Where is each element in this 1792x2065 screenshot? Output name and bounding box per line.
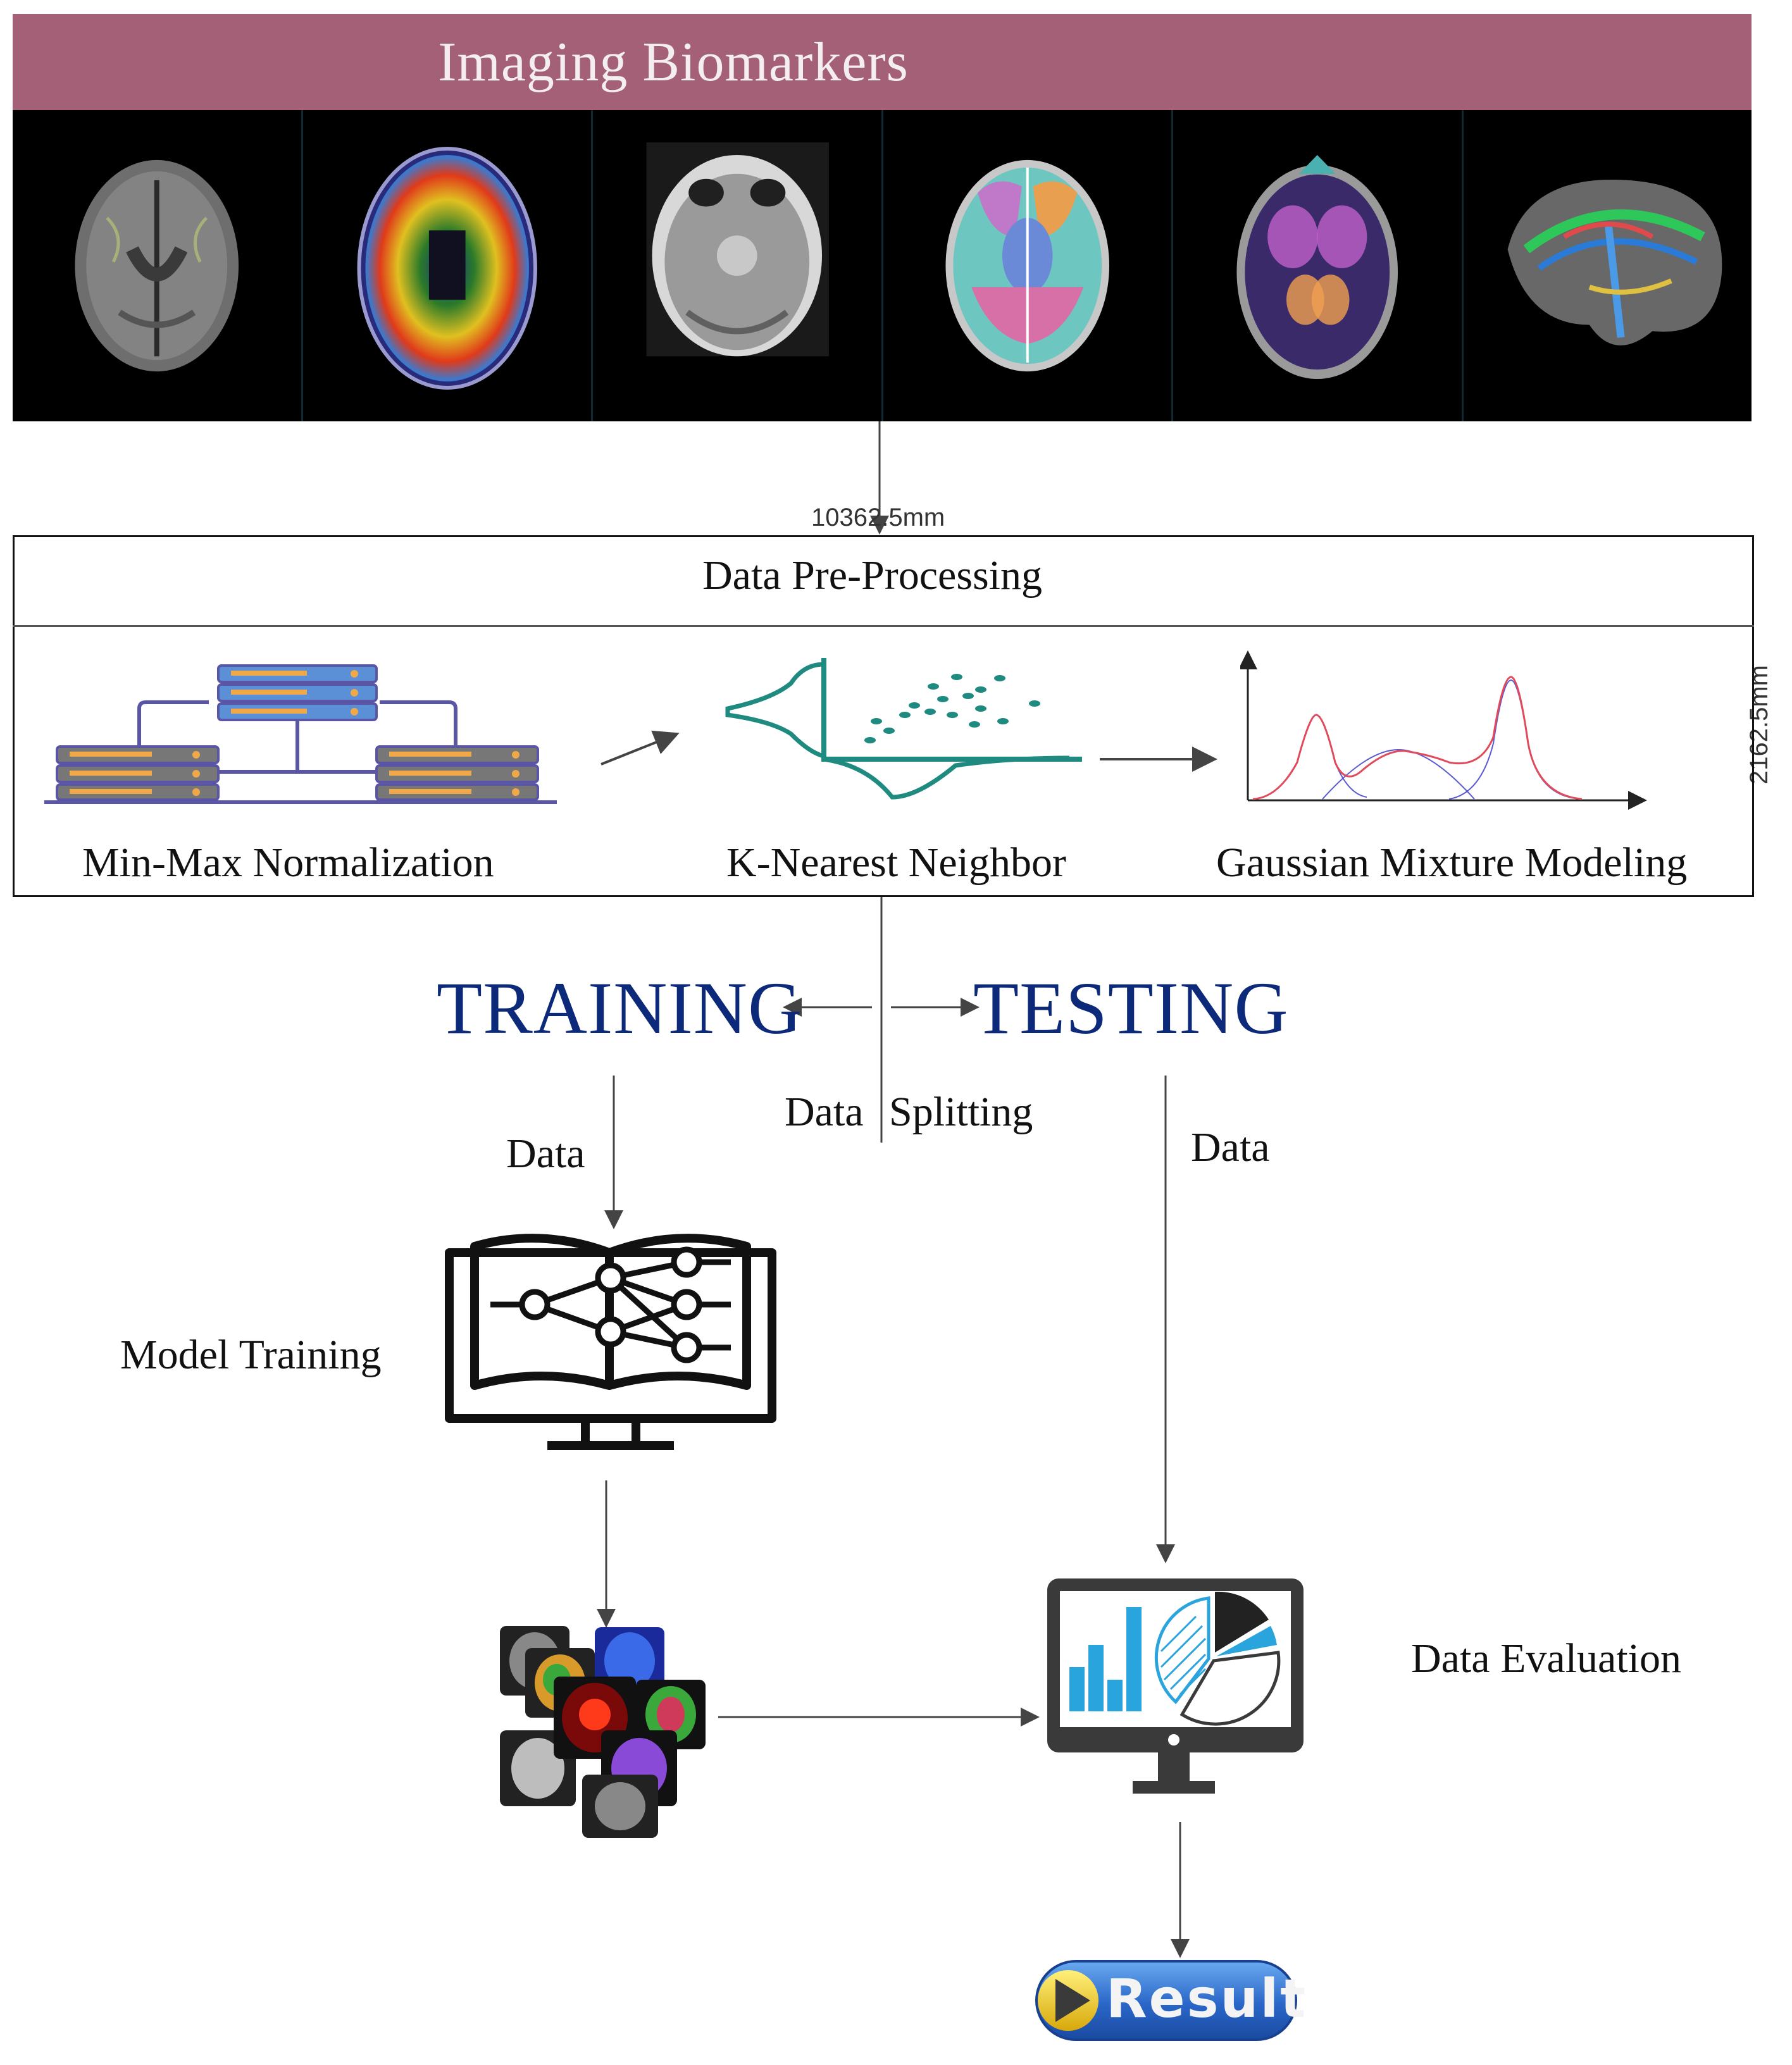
min-max-normalization-label: Min-Max Normalization — [82, 840, 494, 886]
gmm-label: Gaussian Mixture Modeling — [1216, 840, 1688, 886]
preprocessing-box — [13, 535, 1754, 897]
width-dimension-label: 10362.5mm — [811, 504, 945, 531]
gaussian-mixture-plot-icon — [1240, 650, 1647, 810]
result-label[interactable]: Result — [1106, 1968, 1308, 2030]
t1-mri-axial-icon — [593, 110, 883, 421]
pet-mri-fusion-icon — [1173, 110, 1464, 421]
data-splitting-label-left: Data — [785, 1089, 864, 1135]
knn-scatter-icon — [725, 658, 1082, 800]
model-training-label: Model Training — [120, 1332, 382, 1378]
analytics-monitor-icon — [1047, 1578, 1304, 1794]
gray-mri-axial-icon — [13, 110, 303, 421]
training-data-label: Data — [506, 1131, 585, 1177]
testing-heading: TESTING — [973, 967, 1289, 1050]
segmentation-atlas-axial-icon — [883, 110, 1173, 421]
preprocessing-divider — [13, 625, 1754, 627]
result-button[interactable] — [1030, 1954, 1302, 2049]
testing-data-label: Data — [1191, 1124, 1270, 1170]
neural-network-book-monitor-icon — [445, 1234, 776, 1450]
dti-tractography-sagittal-icon — [1464, 110, 1752, 421]
training-heading: TRAINING — [437, 967, 803, 1050]
banner-title: Imaging Biomarkers — [438, 31, 909, 93]
data-splitting-label-right: Splitting — [889, 1089, 1033, 1135]
title-banner: Imaging Biomarkers — [13, 14, 1752, 110]
data-evaluation-label: Data Evaluation — [1411, 1635, 1682, 1682]
knn-label: K-Nearest Neighbor — [726, 840, 1066, 886]
brain-scan-collage-icon — [500, 1626, 706, 1838]
preprocessing-title: Data Pre-Processing — [702, 552, 1043, 598]
imaging-strip — [13, 110, 1752, 421]
pet-heatmap-axial-icon — [303, 110, 593, 421]
arrow-norm-to-knn — [600, 730, 680, 766]
server-rack-icon — [44, 664, 557, 804]
